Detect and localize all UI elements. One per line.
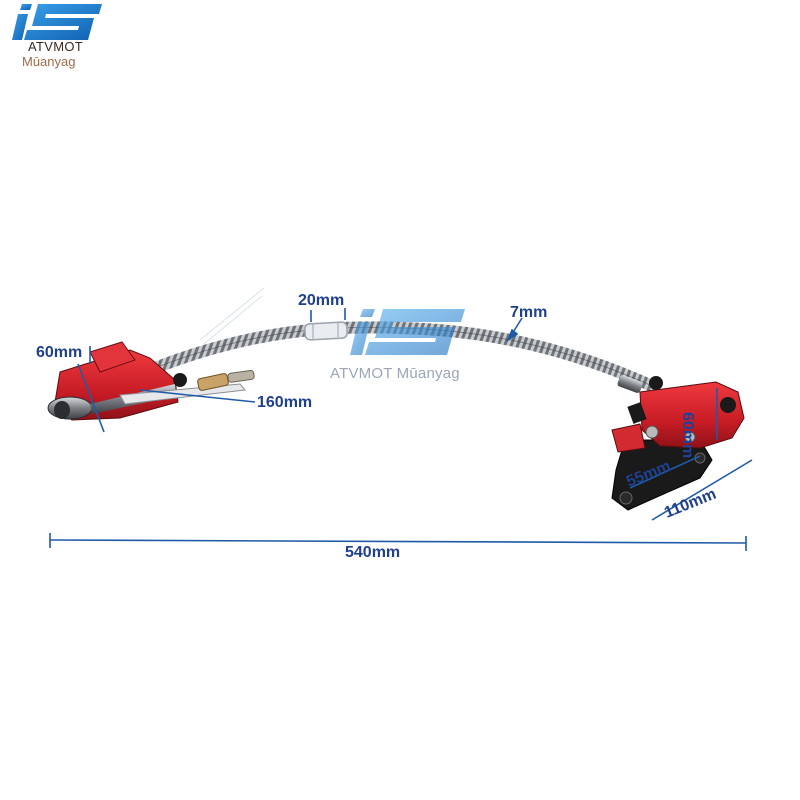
brand-name: ATVMOT	[28, 39, 83, 54]
dimension-label-sleeve: 20mm	[298, 292, 345, 309]
dimension-label-overall: 540mm	[345, 544, 401, 561]
dimension-label-bracket: 160mm	[257, 394, 313, 411]
hs-logo	[12, 4, 102, 40]
watermark-logo	[350, 309, 465, 355]
dimension-label-hose: 7mm	[510, 304, 548, 321]
hose-sleeve	[304, 321, 348, 341]
dimension-label-caliper-height: 60mm	[679, 412, 696, 459]
brake-caliper	[611, 375, 745, 511]
watermark-text: ATVMOT Mūanyag	[330, 365, 460, 382]
brand-subname: Mūanyag	[22, 54, 76, 69]
reflection-lines	[199, 287, 265, 345]
dimension-label-left-height: 60mm	[36, 344, 83, 361]
dimension-lines	[49, 308, 753, 551]
